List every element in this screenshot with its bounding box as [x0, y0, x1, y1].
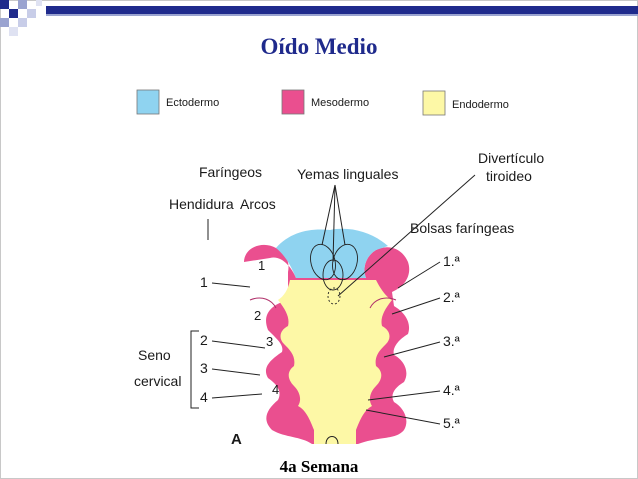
legend: Ectodermo Mesodermo Endodermo [136, 89, 509, 116]
legend-swatch-ectodermo [136, 89, 160, 115]
label-bolsas-faringeas: Bolsas faríngeas [410, 220, 514, 236]
label-tiroideo: tiroideo [486, 168, 532, 184]
leader-lines [190, 174, 476, 425]
bolsa-label: 3.ª [443, 333, 461, 349]
label-seno: Seno [138, 347, 171, 363]
hendidura-number: 4 [200, 389, 208, 405]
label-cervical: cervical [134, 373, 181, 389]
bolsa-label: 5.ª [443, 415, 461, 431]
slide-title: Oído Medio [260, 34, 378, 59]
embryo-section [244, 228, 410, 445]
arch-number: 4 [272, 382, 279, 397]
label-faringeos: Faríngeos [199, 164, 262, 180]
hendidura-number: 2 [200, 332, 208, 348]
legend-label-mesodermo: Mesodermo [311, 97, 369, 109]
bolsa-label: 4.ª [443, 382, 461, 398]
arch-number: 2 [254, 308, 261, 323]
slide-caption: 4a Semana [279, 457, 359, 476]
hendidura-number: 1 [200, 274, 208, 290]
endoderm-region [278, 280, 392, 444]
header-decoration [0, 0, 638, 36]
legend-swatch-endodermo [422, 90, 446, 116]
label-hendidura: Hendidura [169, 196, 234, 212]
panel-letter: A [231, 431, 242, 448]
label-arcos: Arcos [240, 196, 276, 212]
arch-number: 3 [266, 334, 273, 349]
label-yemas-linguales: Yemas linguales [297, 166, 398, 182]
legend-label-ectodermo: Ectodermo [166, 97, 219, 109]
bolsa-label: 2.ª [443, 289, 461, 305]
legend-swatch-mesodermo [281, 89, 305, 115]
arch-number: 1 [258, 258, 265, 273]
hendidura-number: 3 [200, 360, 208, 376]
label-diverticulo: Divertículo [478, 150, 544, 166]
legend-label-endodermo: Endodermo [452, 99, 509, 111]
bolsa-label: 1.ª [443, 253, 461, 269]
